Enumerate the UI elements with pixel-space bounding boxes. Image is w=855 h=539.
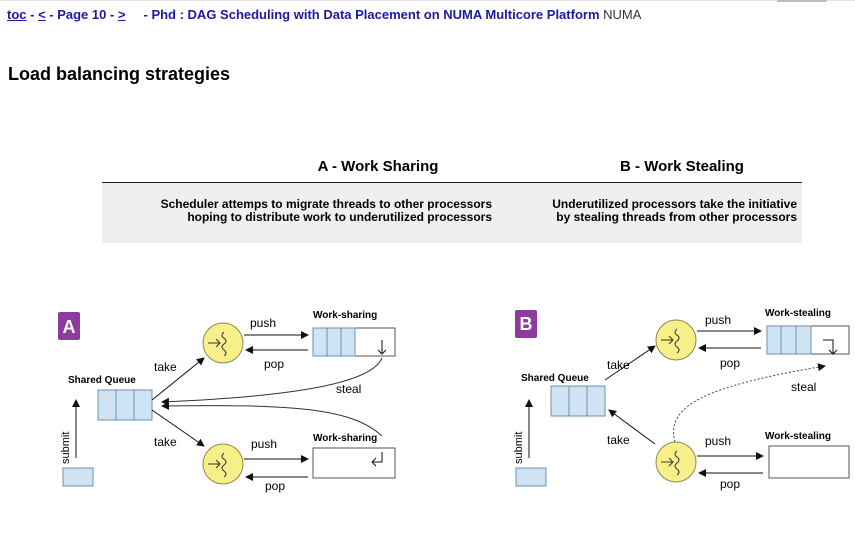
processor-top [202,322,244,364]
submit-task [515,467,547,487]
queue-top-label: Work-stealing [765,308,831,319]
work-sharing-diagram: A Shared Queue submit take take push pop… [58,310,396,493]
take-top-label: take [607,358,630,372]
column-a-description: Scheduler attemps to migrate threads to … [108,198,492,224]
toc-link[interactable]: toc [7,7,27,22]
work-queue-top [766,325,850,355]
column-a-line-1: Scheduler attemps to migrate threads to … [160,197,492,211]
push-top-label: push [705,313,731,327]
badge-b-label: B [520,314,533,334]
column-b-line-1: Underutilized processors take the initia… [552,197,797,211]
pop-top-label: pop [264,357,284,371]
badge-a [58,312,80,340]
work-stealing-diagram: B Shared Queue submit take take push pop… [513,308,850,491]
pop-bottom-label: pop [720,477,740,491]
comparison-panel [102,183,802,243]
processor-top [655,319,697,361]
push-bottom-label: push [705,434,731,448]
shared-queue-label: Shared Queue [521,373,589,384]
pop-top-label: pop [720,356,740,370]
next-link[interactable]: > [117,7,126,22]
queue-top-label: Work-sharing [313,310,377,321]
shared-queue-label: Shared Queue [68,375,136,386]
steal-label: steal [336,382,361,396]
pop-bottom-label: pop [265,479,285,493]
submit-task [62,467,94,487]
queue-bottom-label: Work-stealing [765,431,831,442]
scroll-stub [777,0,827,2]
doc-title: - Phd : DAG Scheduling with Data Placeme… [143,7,600,22]
push-top-label: push [250,316,276,330]
top-border [0,0,855,1]
shared-queue [550,385,606,417]
nav-bar: toc - < - Page 10 - > - Phd : DAG Schedul… [7,7,641,22]
page-indicator: - Page 10 - [45,7,118,22]
take-top-label: take [154,360,177,374]
push-bottom-label: push [251,437,277,451]
shared-queue [97,389,153,421]
badge-a-label: A [63,317,76,337]
work-queue-top [312,327,396,357]
column-a-title: A - Work Sharing [317,158,439,175]
processor-bottom [202,443,244,485]
submit-label: submit [513,432,525,464]
work-queue-bottom [312,447,396,479]
nav-separator: - [26,7,39,22]
page-title: Load balancing strategies [8,64,231,84]
submit-label: submit [60,432,72,464]
work-queue-bottom [768,445,850,479]
take-bottom-label: take [607,433,630,447]
header-rule [102,182,802,183]
column-b-line-2: by stealing threads from other processor… [556,210,797,224]
processor-bottom [655,441,697,483]
take-bottom-label: take [154,435,177,449]
column-b-description: Underutilized processors take the initia… [512,198,797,224]
column-a-line-2: hoping to distribute work to underutiliz… [187,210,492,224]
doc-topic: NUMA [603,7,642,22]
steal-label: steal [791,380,816,394]
queue-bottom-label: Work-sharing [313,433,377,444]
column-b-title: B - Work Stealing [620,158,744,175]
badge-b [515,310,537,338]
prev-link[interactable]: < [38,7,46,22]
